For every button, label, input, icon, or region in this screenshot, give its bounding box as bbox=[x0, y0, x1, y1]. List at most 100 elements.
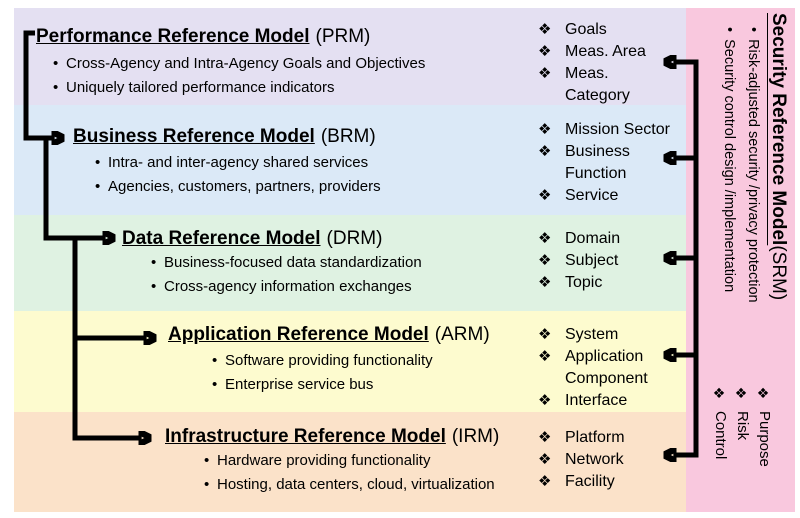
bullet-dot-icon: • bbox=[53, 79, 59, 96]
drm-bullet-1: • Business-focused data standardization bbox=[151, 251, 422, 275]
brm-title-abbr: (BRM) bbox=[320, 126, 376, 147]
irm-item-2-text: Network bbox=[565, 451, 624, 468]
diamond-bullet-icon: ❖ bbox=[538, 143, 552, 160]
irm-title-name: Infrastructure Reference Model bbox=[165, 426, 446, 447]
drm-items: ❖ Domain ❖Subject ❖ Topic bbox=[538, 228, 675, 294]
drm-bullet-2: • Cross-agency information exchanges bbox=[151, 275, 422, 299]
srm-title: Security Reference Model(SRM) bbox=[765, 13, 792, 483]
bullet-dot-icon: • bbox=[745, 27, 761, 33]
drm-item-1-text: Domain bbox=[565, 230, 621, 247]
prm-item-3-text: Meas. Category bbox=[565, 65, 630, 104]
srm-band bbox=[686, 8, 795, 512]
brm-item-1: ❖Mission Sector bbox=[538, 119, 675, 141]
diamond-bullet-icon: ❖ bbox=[538, 274, 552, 291]
brm-bullets: • Intra- and inter-agency shared services… bbox=[95, 151, 381, 199]
arm-item-3: ❖ Interface bbox=[538, 390, 675, 412]
srm-title-abbr: (SRM) bbox=[768, 245, 789, 301]
irm-bullet-2-text: Hosting, data centers, cloud, virtualiza… bbox=[217, 476, 495, 493]
brm-item-2: ❖ Business Function bbox=[538, 141, 675, 185]
srm-item-1-text: Purpose bbox=[756, 411, 773, 467]
arm-bullet-2: • Enterprise service bus bbox=[212, 373, 433, 397]
prm-title: Performance Reference Model(PRM) bbox=[36, 25, 370, 49]
arm-bullet-1-text: Software providing functionality bbox=[225, 352, 433, 369]
diamond-bullet-icon: ❖ bbox=[538, 392, 552, 409]
diamond-bullet-icon: ❖ bbox=[538, 429, 552, 446]
prm-title-name: Performance Reference Model bbox=[36, 26, 310, 47]
irm-item-3-text: Facility bbox=[565, 473, 615, 490]
diamond-bullet-icon: ❖ bbox=[538, 230, 552, 247]
srm-bullet-1-text: Risk-adjusted security /privacy protecti… bbox=[745, 39, 761, 303]
srm-bullet-1: • Risk-adjusted security /privacy protect… bbox=[741, 27, 765, 483]
bullet-dot-icon: • bbox=[53, 55, 59, 72]
prm-item-2: ❖ Meas. Area bbox=[538, 41, 675, 63]
irm-item-2: ❖ Network bbox=[538, 449, 675, 471]
srm-title-name: Security Reference Model bbox=[768, 13, 789, 246]
arm-item-1: ❖System bbox=[538, 324, 675, 346]
diamond-bullet-icon: ❖ bbox=[538, 121, 552, 138]
arm-bullets: • Software providing functionality • Enter… bbox=[212, 349, 433, 397]
irm-item-1-text: Platform bbox=[565, 429, 625, 446]
srm-item-2: ❖ Risk bbox=[731, 386, 753, 506]
diamond-bullet-icon: ❖ bbox=[538, 21, 552, 38]
drm-item-1: ❖ Domain bbox=[538, 228, 675, 250]
brm-band bbox=[14, 105, 686, 215]
brm-bullet-2-text: Agencies, customers, partners, providers bbox=[108, 178, 381, 195]
drm-item-2: ❖Subject bbox=[538, 250, 675, 272]
srm-bullet-2-text: Security control design /implementation bbox=[721, 39, 737, 293]
diamond-bullet-icon: ❖ bbox=[538, 473, 552, 490]
srm-text-block: Security Reference Model(SRM) • Risk-adju… bbox=[700, 13, 792, 483]
bullet-dot-icon: • bbox=[204, 452, 210, 469]
bullet-dot-icon: • bbox=[721, 27, 737, 33]
prm-bullet-2: • Uniquely tailored performance indicator… bbox=[53, 76, 425, 100]
brm-item-3: ❖ Service bbox=[538, 185, 675, 207]
bullet-dot-icon: • bbox=[95, 154, 101, 171]
bullet-dot-icon: • bbox=[151, 254, 157, 271]
brm-item-3-text: Service bbox=[565, 187, 619, 204]
irm-item-3: ❖ Facility bbox=[538, 471, 675, 493]
arm-items: ❖System ❖Application Component ❖Interfac… bbox=[538, 324, 675, 412]
diamond-bullet-icon: ❖ bbox=[756, 386, 772, 402]
bullet-dot-icon: • bbox=[212, 376, 218, 393]
prm-title-abbr: (PRM) bbox=[315, 26, 371, 47]
diamond-bullet-icon: ❖ bbox=[734, 386, 750, 402]
brm-title-name: Business Reference Model bbox=[73, 126, 315, 147]
srm-bullets: • Risk-adjusted security /privacy protect… bbox=[717, 13, 765, 483]
prm-bullet-1: • Cross-Agency and Intra-Agency Goals and… bbox=[53, 52, 425, 76]
brm-items: ❖Mission Sector ❖ Business Function ❖ Serv… bbox=[538, 119, 675, 207]
prm-band bbox=[14, 8, 686, 105]
brm-item-2-text: Business Function bbox=[565, 143, 630, 182]
arm-item-3-text: Interface bbox=[565, 392, 628, 409]
diamond-bullet-icon: ❖ bbox=[538, 348, 552, 365]
drm-bullet-1-text: Business-focused data standardization bbox=[164, 254, 422, 271]
prm-item-2-text: Meas. Area bbox=[565, 43, 646, 60]
prm-bullets: • Cross-Agency and Intra-Agency Goals and… bbox=[53, 52, 425, 100]
diamond-bullet-icon: ❖ bbox=[538, 451, 552, 468]
prm-bullet-1-text: Cross-Agency and Intra-Agency Goals and … bbox=[66, 55, 426, 72]
arm-title-abbr: (ARM) bbox=[434, 324, 490, 345]
bullet-dot-icon: • bbox=[95, 178, 101, 195]
srm-item-2-text: Risk bbox=[734, 411, 751, 441]
brm-bullet-1-text: Intra- and inter-agency shared services bbox=[108, 154, 369, 171]
arm-bullet-2-text: Enterprise service bus bbox=[225, 376, 374, 393]
drm-item-3-text: Topic bbox=[565, 274, 603, 291]
drm-title-name: Data Reference Model bbox=[122, 228, 321, 249]
diamond-bullet-icon: ❖ bbox=[538, 43, 552, 60]
bullet-dot-icon: • bbox=[204, 476, 210, 493]
brm-title: Business Reference Model(BRM) bbox=[73, 125, 376, 149]
arm-title: Application Reference Model(ARM) bbox=[168, 323, 490, 347]
diamond-bullet-icon: ❖ bbox=[538, 187, 552, 204]
diamond-bullet-icon: ❖ bbox=[538, 326, 552, 343]
srm-items: ❖ Purpose ❖ Risk ❖Control bbox=[707, 386, 775, 506]
prm-item-1-text: Goals bbox=[565, 21, 607, 38]
prm-bullet-2-text: Uniquely tailored performance indicators bbox=[66, 79, 335, 96]
bullet-dot-icon: • bbox=[151, 278, 157, 295]
irm-bullet-2: • Hosting, data centers, cloud, virtualiz… bbox=[204, 473, 495, 497]
srm-bullet-2: • Security control design /implementation bbox=[717, 27, 741, 483]
drm-bullet-2-text: Cross-agency information exchanges bbox=[164, 278, 412, 295]
drm-title: Data Reference Model(DRM) bbox=[122, 227, 382, 251]
bullet-dot-icon: • bbox=[212, 352, 218, 369]
drm-item-3: ❖ Topic bbox=[538, 272, 675, 294]
diamond-bullet-icon: ❖ bbox=[538, 65, 552, 82]
srm-item-3: ❖Control bbox=[709, 386, 731, 506]
